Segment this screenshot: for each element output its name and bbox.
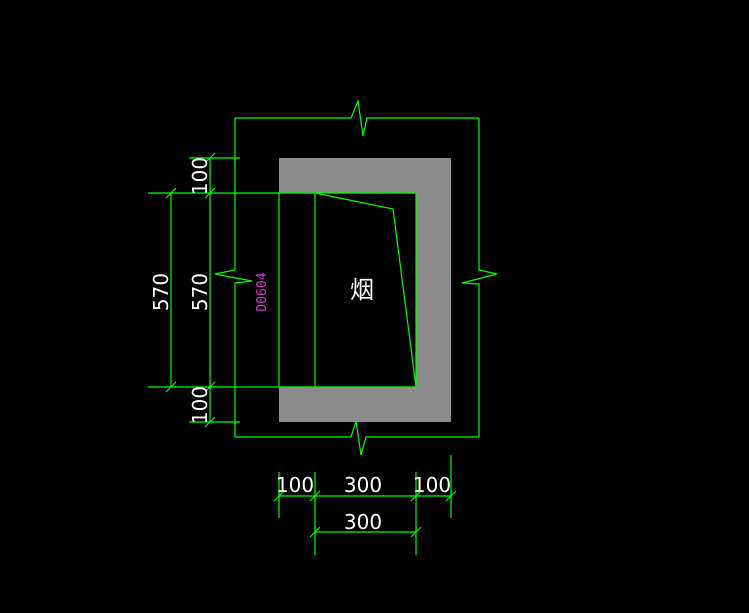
dim-bottom-mid: 300 [344, 473, 382, 497]
bottom-dimensions [273, 455, 457, 555]
dim-left-outer-bottom: 100 [188, 386, 212, 424]
dim-bottom-second: 300 [344, 510, 382, 534]
dim-left-outer-mid: 570 [149, 273, 173, 311]
dim-left-outer-top: 100 [188, 157, 212, 195]
shaft-lines [278, 192, 417, 388]
break-boundary [214, 98, 498, 456]
dim-bottom-left: 100 [276, 473, 314, 497]
left-dimensions [148, 152, 279, 428]
dim-left-inner-mid: 570 [188, 273, 212, 311]
shaft-tag: D0604 [255, 272, 270, 311]
room-label: 烟 [350, 276, 374, 304]
dim-bottom-right: 100 [413, 473, 451, 497]
